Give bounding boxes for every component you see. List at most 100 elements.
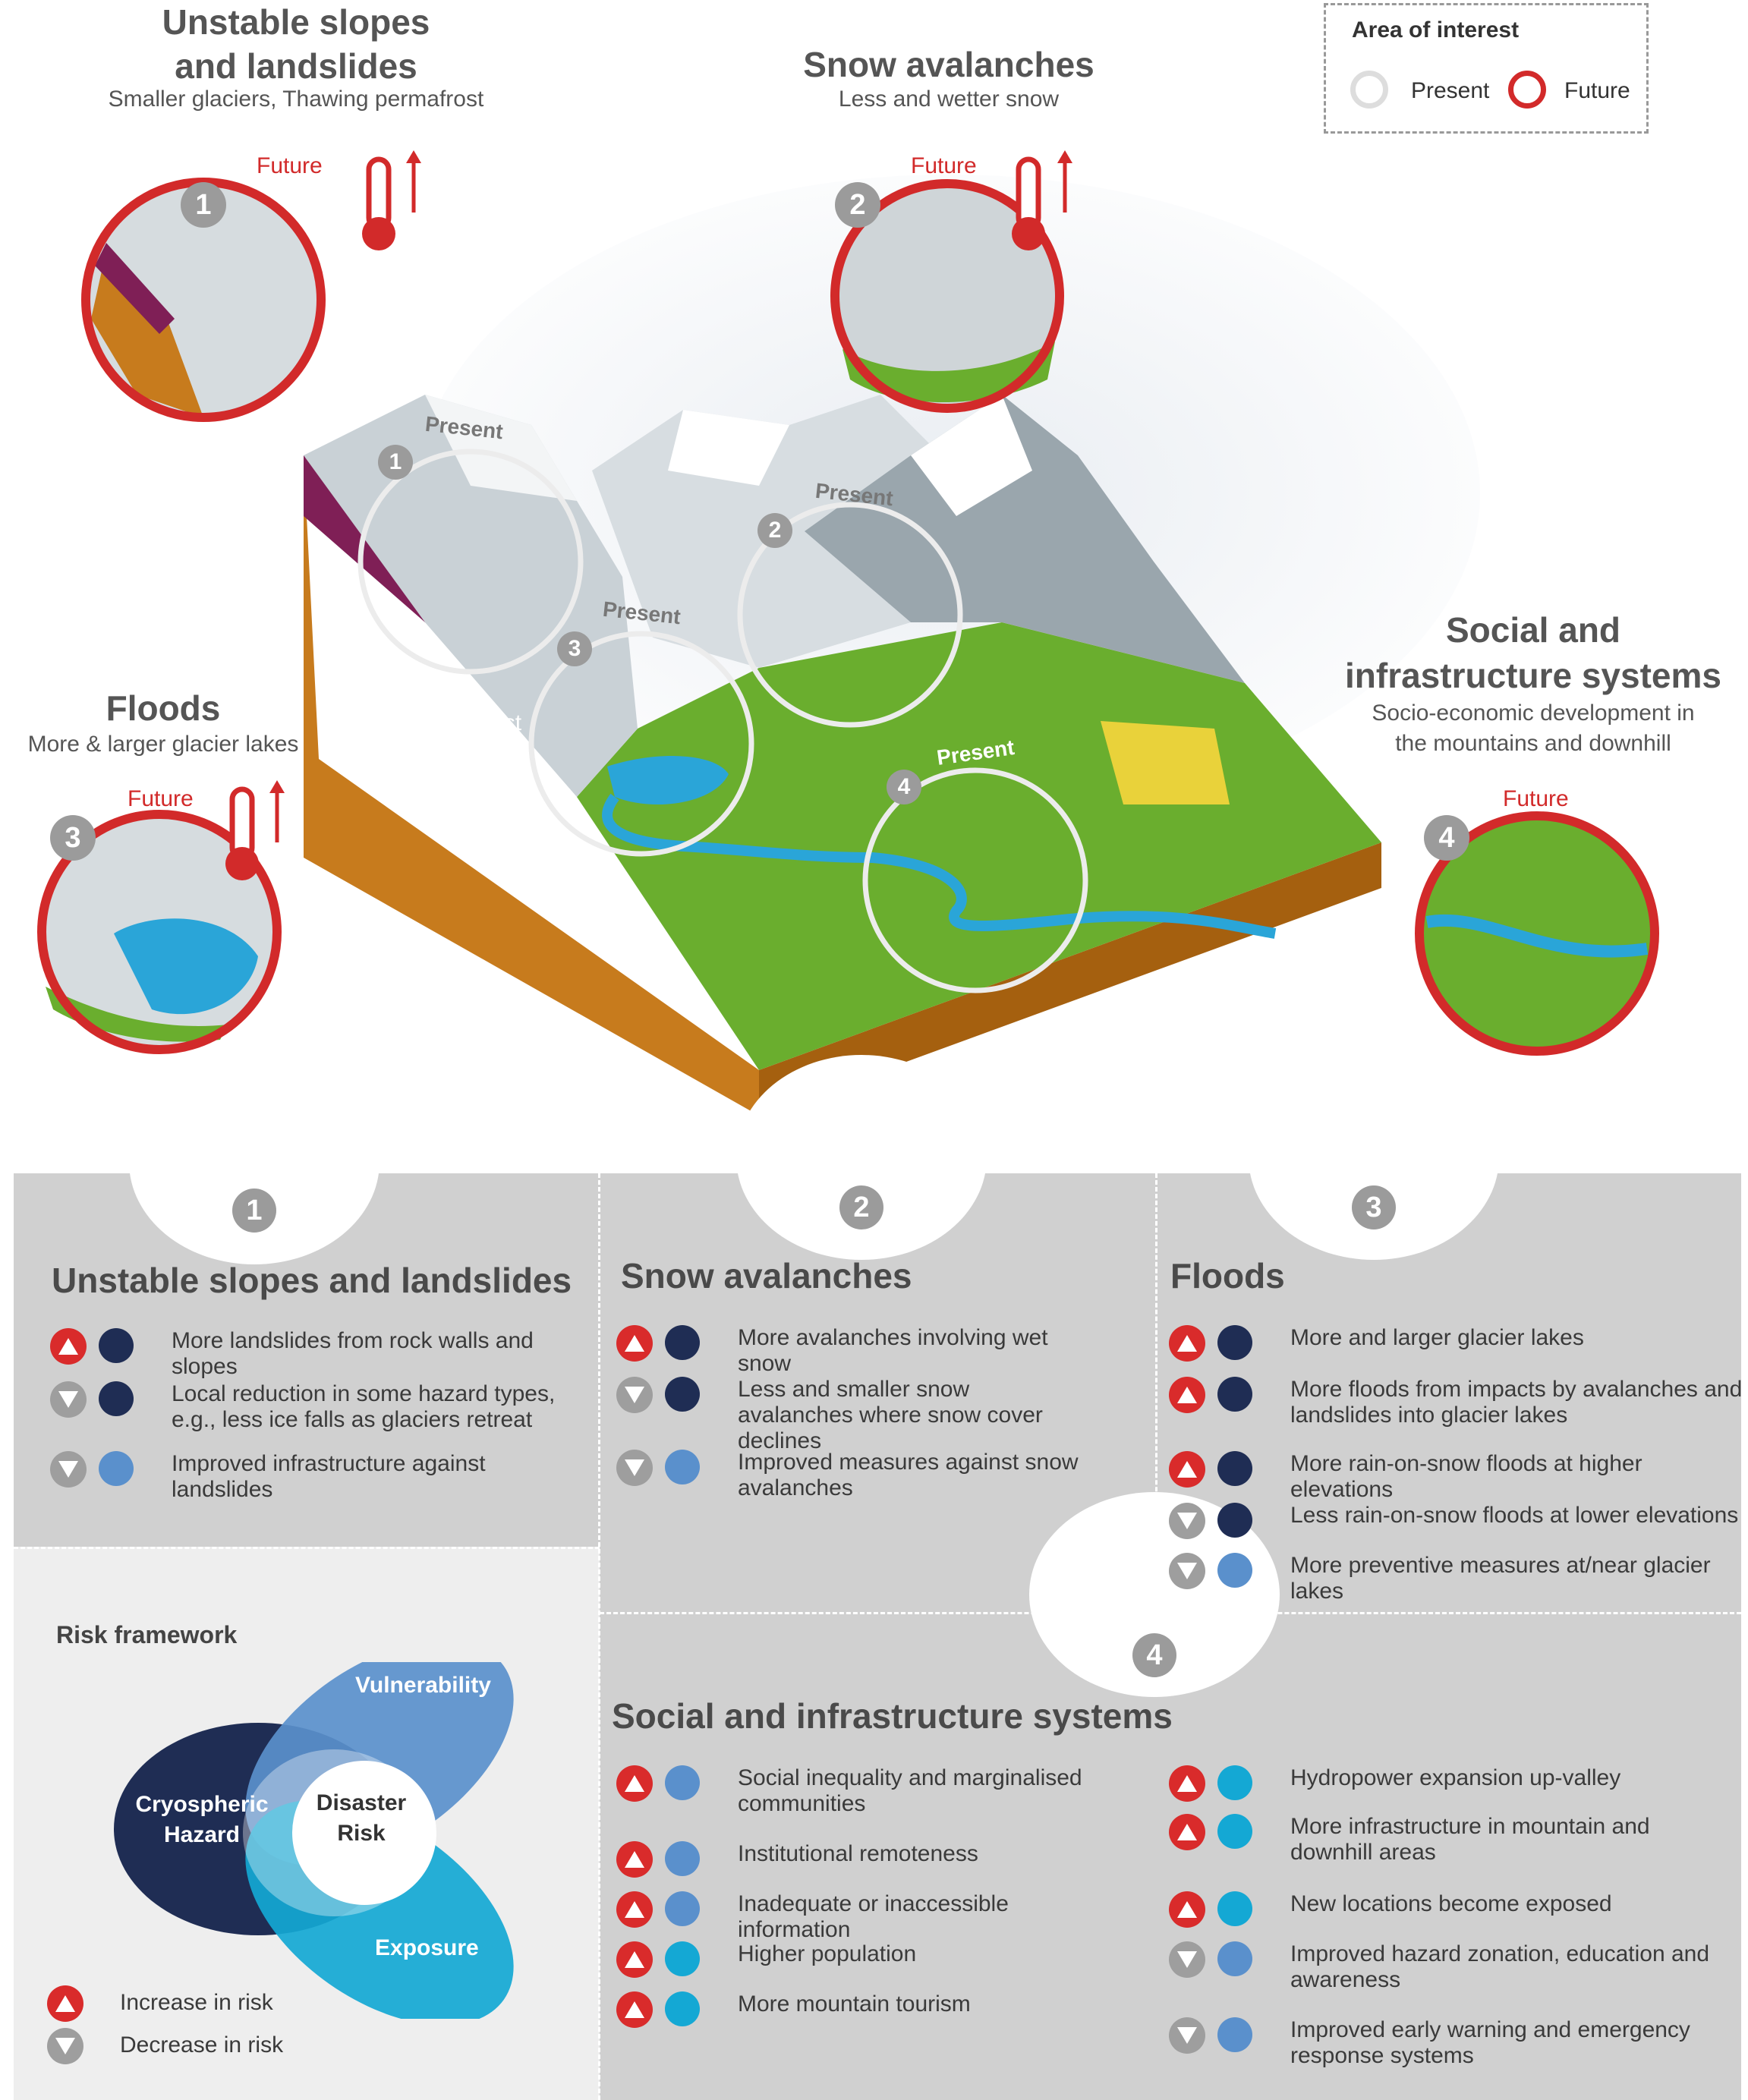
terrain-front-soil	[304, 455, 759, 1116]
present-circle-3	[528, 631, 754, 857]
list-item-text: Higher population	[738, 1941, 917, 1966]
future-circle-4	[1415, 811, 1659, 1056]
panel-4-title: Social and infrastructure systems	[612, 1696, 1173, 1736]
list-item-text: More floods from impacts by avalanches a…	[1290, 1377, 1743, 1428]
decrease-risk-icon	[616, 1450, 653, 1486]
risk-venn-diagram	[114, 1662, 514, 2019]
increase-risk-icon	[1169, 1377, 1205, 1413]
list-item: Hydropower expansion up-valley	[1169, 1765, 1715, 1802]
legend-title: Area of interest	[1352, 17, 1520, 43]
list-item-text: Local reduction in some hazard types, e.…	[172, 1381, 556, 1432]
risk-component-dot	[665, 1841, 700, 1876]
future-circle-2	[830, 179, 1064, 413]
increase-risk-icon	[616, 1841, 653, 1878]
risk-component-dot	[1217, 1765, 1252, 1800]
decrease-risk-label: Decrease in risk	[120, 2032, 284, 2057]
callout-1-number: 1	[181, 182, 226, 228]
decrease-risk-icon	[50, 1451, 87, 1488]
callout-3-title: Floods	[106, 688, 221, 728]
list-item: Less and smaller snow avalanches where s…	[616, 1377, 1087, 1454]
list-item-text: More landslides from rock walls and slop…	[172, 1328, 534, 1379]
risk-component-dot	[1217, 2017, 1252, 2052]
list-item: Local reduction in some hazard types, e.…	[50, 1381, 581, 1433]
panel-2-number: 2	[839, 1185, 883, 1229]
callout-3-future: Future	[128, 786, 194, 811]
risk-component-dot	[1217, 1451, 1252, 1486]
risk-component-dot	[99, 1381, 134, 1416]
increase-risk-icon	[616, 1991, 653, 2028]
list-item: Improved measures against snow avalanche…	[616, 1450, 1087, 1501]
risk-component-dot	[665, 1377, 700, 1412]
list-item: Inadequate or inaccessible information	[616, 1891, 1087, 1943]
legend-future-swatch	[1508, 71, 1546, 109]
callout-2-subtitle: Less and wetter snow	[838, 87, 1060, 112]
risk-component-dot	[665, 1891, 700, 1926]
callout-2-number: 2	[835, 182, 880, 228]
callout-4-subtitle: Socio-economic development in the mounta…	[1372, 701, 1695, 756]
decrease-risk-icon	[1169, 1941, 1205, 1978]
present-circle-2	[737, 502, 963, 728]
future-circle-3	[37, 810, 282, 1054]
risk-component-dot	[1217, 1503, 1252, 1538]
risk-framework-title: Risk framework	[56, 1621, 238, 1648]
list-item: Improved early warning and emergency res…	[1169, 2017, 1715, 2069]
decrease-risk-icon	[1169, 1553, 1205, 1589]
risk-component-dot	[665, 1941, 700, 1976]
list-item-text: New locations become exposed	[1290, 1891, 1612, 1916]
list-item: Higher population	[616, 1941, 1087, 1978]
increase-risk-icon	[616, 1325, 653, 1362]
decrease-risk-icon	[47, 2028, 83, 2064]
increase-risk-icon	[50, 1328, 87, 1365]
risk-component-dot	[1217, 1941, 1252, 1976]
list-item-text: Hydropower expansion up-valley	[1290, 1765, 1621, 1790]
callout-4-future: Future	[1503, 786, 1569, 811]
risk-component-dot	[665, 1450, 700, 1484]
decrease-risk-icon	[1169, 2017, 1205, 2054]
list-item-text: Less and smaller snow avalanches where s…	[738, 1377, 1043, 1453]
list-item: Social inequality and marginalised commu…	[616, 1765, 1087, 1817]
increase-risk-icon	[47, 1985, 83, 2022]
callout-4-number: 4	[1424, 815, 1469, 861]
panel-1-number: 1	[232, 1189, 276, 1233]
future-circle-1	[81, 178, 326, 422]
risk-component-dot	[1217, 1377, 1252, 1412]
list-item-text: More rain-on-snow floods at higher eleva…	[1290, 1451, 1642, 1502]
present-3-number: 3	[557, 631, 592, 666]
risk-component-dot	[665, 1765, 700, 1800]
list-item-text: More preventive measures at/near glacier…	[1290, 1553, 1711, 1604]
landscape-svg	[37, 150, 1659, 1116]
list-item: New locations become exposed	[1169, 1891, 1715, 1928]
legend-present-label: Present	[1411, 78, 1490, 103]
list-item-text: Social inequality and marginalised commu…	[738, 1765, 1082, 1816]
hazard-label: Cryospheric Hazard	[135, 1792, 269, 1847]
list-item-text: More infrastructure in mountain and down…	[1290, 1814, 1650, 1865]
list-item-text: Institutional remoteness	[738, 1841, 978, 1866]
panel-1-title: Unstable slopes and landslides	[52, 1261, 572, 1300]
area-of-interest-legend: Area of interest Present Future	[1324, 3, 1649, 134]
callout-1-title: Unstable slopes and landslides	[162, 2, 430, 86]
list-item: Improved infrastructure against landslid…	[50, 1451, 581, 1503]
list-item-text: More mountain tourism	[738, 1991, 971, 2017]
callout-2-title: Snow avalanches	[803, 45, 1094, 84]
present-circle-1	[357, 449, 584, 675]
callout-2-future: Future	[911, 153, 977, 178]
legend-future-label: Future	[1564, 78, 1630, 103]
list-item: Improved hazard zonation, education and …	[1169, 1941, 1715, 1993]
risk-component-dot	[665, 1325, 700, 1360]
callout-1-future: Future	[257, 153, 323, 178]
list-item-text: Improved measures against snow avalanche…	[738, 1450, 1079, 1500]
risk-component-dot	[99, 1328, 134, 1363]
list-item-text: Improved infrastructure against landslid…	[172, 1451, 486, 1502]
list-item-text: Improved hazard zonation, education and …	[1290, 1941, 1710, 1992]
risk-component-dot	[1217, 1891, 1252, 1926]
callout-3-number: 3	[50, 815, 96, 861]
callout-3-subtitle: More & larger glacier lakes	[27, 732, 299, 757]
increase-risk-icon	[1169, 1451, 1205, 1488]
increase-risk-icon	[616, 1941, 653, 1978]
increase-risk-icon	[1169, 1325, 1205, 1362]
list-item-text: Inadequate or inaccessible information	[738, 1891, 1009, 1942]
risk-component-dot	[665, 1991, 700, 2026]
decrease-risk-icon	[1169, 1503, 1205, 1539]
increase-risk-icon	[616, 1891, 653, 1928]
list-item: More infrastructure in mountain and down…	[1169, 1814, 1715, 1865]
